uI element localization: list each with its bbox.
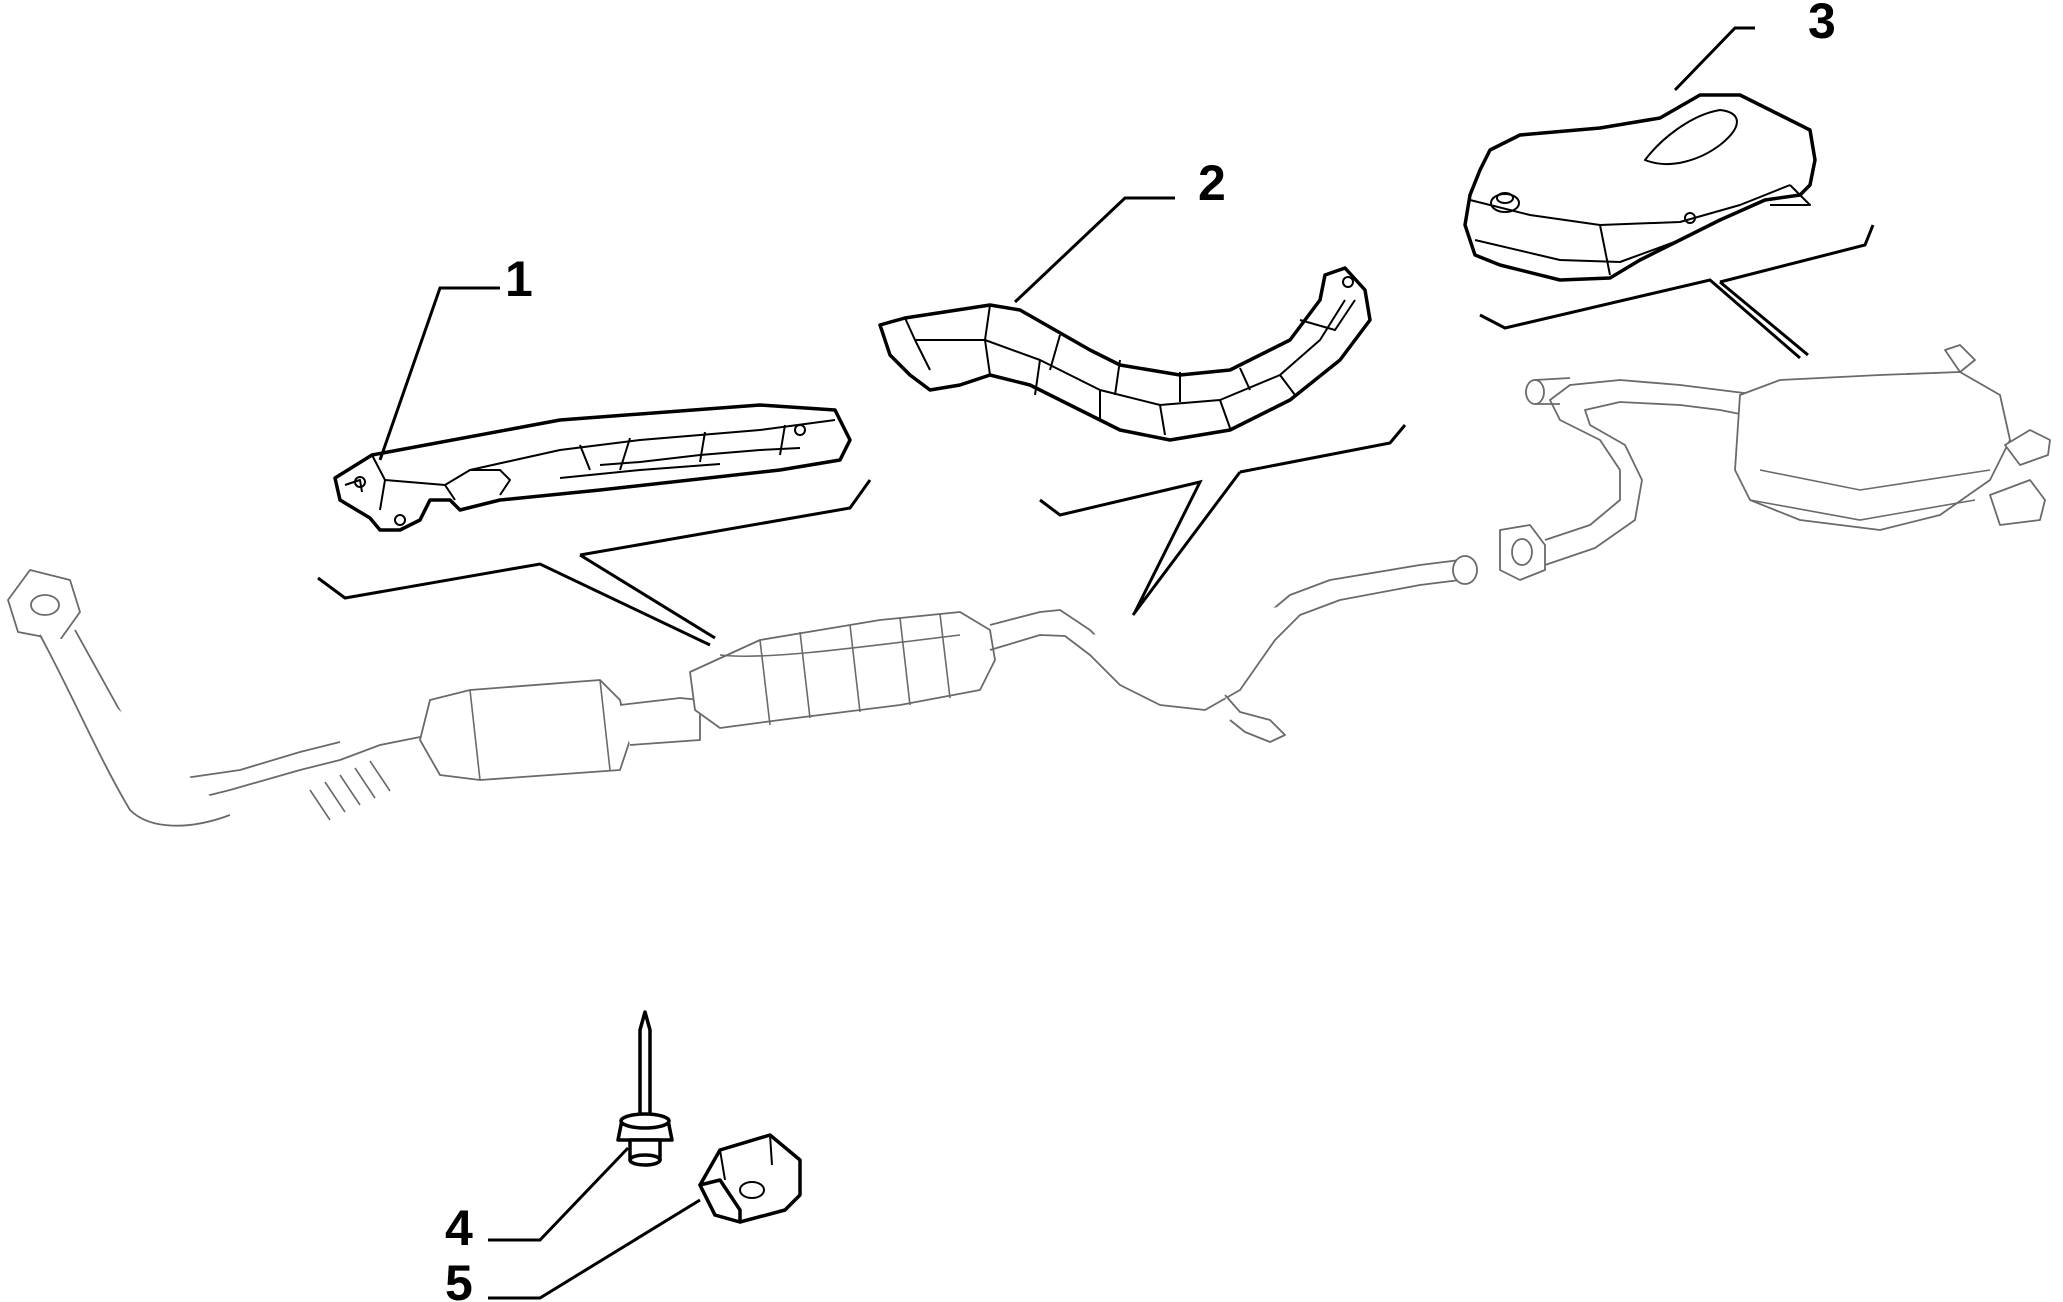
assembly-bracket-2	[1039, 424, 1407, 616]
callout-number-4: 4	[445, 1200, 473, 1256]
leader-line-3	[1673, 26, 1755, 92]
assembly-brackets	[317, 224, 1875, 647]
heat-shield-middle	[878, 266, 1372, 442]
callout-number-5: 5	[445, 1255, 473, 1302]
heat-shield-front	[333, 403, 852, 532]
callout-number-1: 1	[505, 251, 533, 307]
assembly-bracket-1	[317, 479, 872, 647]
leader-line-4	[488, 1146, 630, 1242]
rivet-stud	[616, 1010, 674, 1167]
callout-labels: 1 2 3 4 5	[445, 0, 1836, 1302]
leader-line-2	[1013, 196, 1175, 304]
leader-line-1	[378, 286, 500, 461]
clip-nut	[698, 1133, 802, 1224]
exhaust-system-outline	[7, 344, 2051, 827]
callout-number-2: 2	[1198, 155, 1226, 211]
assembly-bracket-3	[1479, 224, 1875, 360]
heat-shield-rear	[1463, 93, 1817, 282]
leader-line-5	[488, 1198, 701, 1300]
leader-lines	[378, 26, 1755, 1300]
callout-number-3: 3	[1808, 0, 1836, 49]
